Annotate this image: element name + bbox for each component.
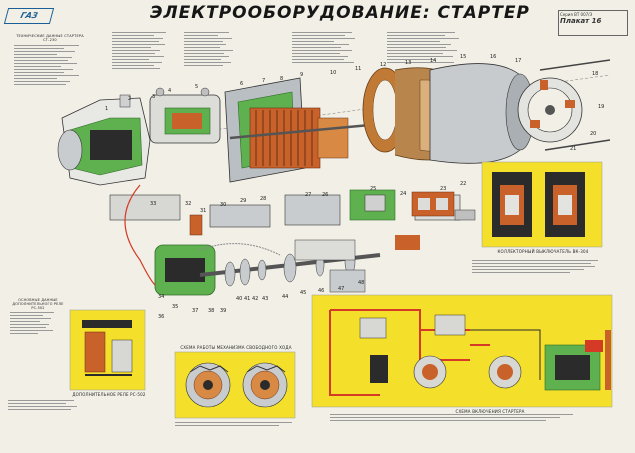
- part-label-5: 5: [195, 84, 198, 90]
- part-label-9: 9: [300, 72, 303, 78]
- part-label-4: 4: [168, 88, 171, 94]
- right-legend: [472, 258, 612, 294]
- part-label-11: 11: [355, 66, 361, 72]
- plate-series: Серия ВТ 007/Э: [560, 12, 593, 17]
- legend-col-2: [184, 30, 240, 68]
- part-label-6: 6: [240, 81, 243, 87]
- part-label-43: 43: [262, 296, 268, 302]
- brush-holder: [411, 191, 455, 217]
- part-label-23: 23: [440, 186, 446, 192]
- legend-col-4: [387, 30, 467, 65]
- part-label-35: 35: [172, 304, 178, 310]
- part-label-22: 22: [460, 181, 466, 187]
- part-number-labels: 1 2 3 4 5 6 7 8 9 10 11 12 13 14 15 16 1…: [105, 54, 604, 320]
- poster-title: ЭЛЕКТРООБОРУДОВАНИЕ: СТАРТЕР: [150, 3, 530, 23]
- part-label-29: 29: [240, 198, 246, 204]
- bottom-legend-mid: [175, 420, 305, 434]
- part-label-8: 8: [280, 76, 283, 82]
- part-label-42: 42: [252, 296, 258, 302]
- commutator-end-plate: [517, 59, 611, 151]
- series-plate: Серия ВТ 007/Э Плакат 16: [558, 10, 628, 36]
- relay-specs-title: ОСНОВНЫЕ ДАННЫЕ ДОПОЛНИТЕЛЬНОГО РЕЛЕ РС-…: [12, 298, 64, 310]
- brush-switch-panel: [481, 161, 603, 248]
- red-wire: [124, 184, 156, 286]
- legend-col-1: [112, 30, 172, 71]
- part-label-1: 1: [105, 106, 108, 112]
- relay-caption: ДОПОЛНИТЕЛЬНОЕ РЕЛЕ РС-502: [72, 392, 146, 397]
- drive-pinion-assembly: [154, 243, 381, 296]
- part-label-15: 15: [460, 54, 466, 60]
- part-label-24: 24: [400, 191, 406, 197]
- plate-number: Плакат 16: [560, 17, 602, 25]
- part-label-45: 45: [300, 290, 306, 296]
- part-label-31: 31: [200, 208, 206, 214]
- part-label-13: 13: [405, 60, 411, 66]
- part-label-2: 2: [128, 96, 131, 102]
- brush-caption: КОЛЛЕКТОРНЫЙ ВЫКЛЮЧАТЕЛЬ ВК-304: [497, 249, 589, 254]
- gear-caption: СХЕМА РАБОТЫ МЕХАНИЗМА СВОБОДНОГО ХОДА: [180, 345, 292, 350]
- legend-col-3: [292, 30, 362, 65]
- wiring-diagram-panel: [311, 294, 613, 408]
- part-label-41: 41: [244, 296, 250, 302]
- part-label-25: 25: [370, 186, 376, 192]
- part-label-40: 40: [236, 296, 242, 302]
- traction-relay: [149, 87, 221, 144]
- part-label-12: 12: [380, 62, 386, 68]
- armature: [229, 107, 371, 169]
- part-label-44: 44: [282, 294, 288, 300]
- part-label-33: 33: [150, 201, 156, 207]
- spec-lines: [14, 45, 86, 85]
- freewheel-gear-panel: [174, 351, 296, 419]
- part-label-36: 36: [158, 314, 164, 320]
- part-label-7: 7: [262, 78, 265, 84]
- part-label-39: 39: [220, 308, 226, 314]
- part-label-26: 26: [322, 192, 328, 198]
- part-label-48: 48: [358, 280, 364, 286]
- aux-relay-panel: [69, 309, 146, 391]
- part-label-34: 34: [158, 294, 164, 300]
- part-label-17: 17: [515, 58, 521, 64]
- part-label-47: 47: [338, 286, 344, 292]
- part-label-20: 20: [590, 131, 596, 137]
- part-label-19: 19: [598, 104, 604, 110]
- starter-spec-title: ТЕХНИЧЕСКИЕ ДАННЫЕ СТАРТЕРА СТ-230: [16, 34, 84, 42]
- part-label-16: 16: [490, 54, 496, 60]
- drive-end-housing: [57, 94, 151, 186]
- part-label-3: 3: [152, 94, 155, 100]
- relay-spec-lines: [10, 310, 65, 380]
- parts-legend: [112, 30, 472, 102]
- part-label-46: 46: [318, 288, 324, 294]
- part-label-10: 10: [330, 70, 336, 76]
- bottom-legend-right: [330, 412, 600, 432]
- part-label-28: 28: [260, 196, 266, 202]
- bottom-legend-left: [8, 398, 173, 432]
- part-label-27: 27: [305, 192, 311, 198]
- wiring-caption: СХЕМА ВКЛЮЧЕНИЯ СТАРТЕРА: [455, 409, 525, 414]
- part-label-30: 30: [220, 202, 226, 208]
- part-label-32: 32: [185, 201, 191, 207]
- springs-and-washers: [294, 194, 420, 293]
- part-label-38: 38: [208, 308, 214, 314]
- part-label-14: 14: [430, 58, 436, 64]
- part-label-18: 18: [592, 71, 598, 77]
- part-label-21: 21: [570, 146, 576, 152]
- starter-spec-table: ТЕХНИЧЕСКИЕ ДАННЫЕ СТАРТЕРА СТ-230: [14, 34, 86, 114]
- part-label-37: 37: [192, 308, 198, 314]
